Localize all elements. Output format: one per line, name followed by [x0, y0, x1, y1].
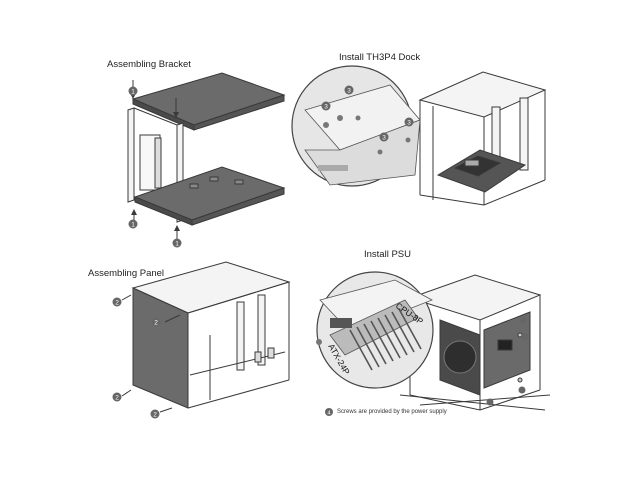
step-badges-1: 1 1 1	[128, 86, 182, 248]
psu-screw-note: Screws are provided by the power supply	[337, 409, 447, 415]
bracket-illustration	[127, 72, 286, 241]
svg-text:1: 1	[131, 89, 135, 96]
title-install-psu: Install PSU	[364, 249, 411, 260]
svg-text:4: 4	[327, 410, 331, 416]
svg-text:3: 3	[407, 120, 411, 127]
svg-text:3: 3	[347, 88, 351, 95]
psu-illustration	[399, 274, 551, 411]
psu-magnifier: CPU-8P ATX-24P	[316, 271, 434, 389]
step-badges-2: 2 2 2 2	[112, 297, 161, 419]
step-badges-4: 4	[325, 316, 529, 416]
svg-text:1: 1	[175, 241, 179, 248]
title-assembling-bracket: Assembling Bracket	[107, 59, 191, 70]
dock-magnifier: 3 3 3 3	[291, 65, 421, 187]
svg-text:1: 1	[131, 222, 135, 229]
panel-illustration	[121, 261, 291, 413]
svg-text:3: 3	[382, 135, 386, 142]
svg-text:2: 2	[115, 395, 119, 402]
svg-text:2: 2	[153, 412, 157, 419]
svg-text:2: 2	[115, 300, 119, 307]
title-assembling-panel: Assembling Panel	[88, 268, 165, 279]
svg-text:2: 2	[154, 320, 158, 327]
title-install-th3p4-dock: Install TH3P4 Dock	[339, 52, 421, 63]
dock-illustration	[418, 71, 547, 206]
svg-text:3: 3	[324, 104, 328, 111]
